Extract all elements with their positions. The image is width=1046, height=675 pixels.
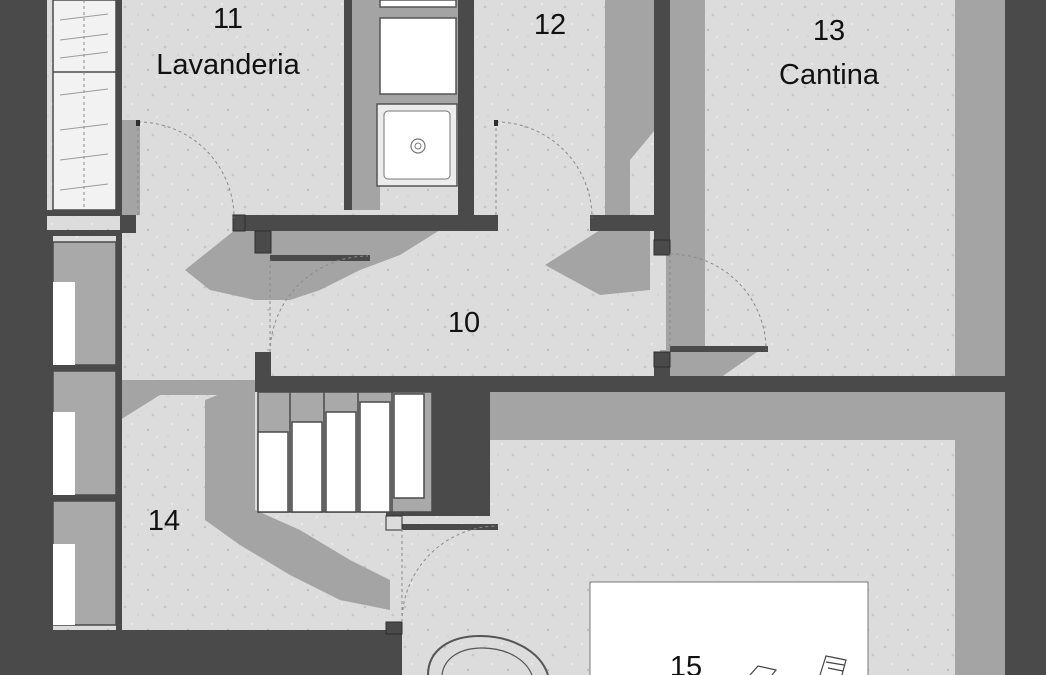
room-13-name: Cantina	[779, 59, 880, 91]
shadows	[120, 0, 1005, 675]
room-13-number: 13	[813, 15, 845, 47]
wardrobe-upper	[52, 0, 117, 211]
staircase	[257, 391, 433, 513]
armchair	[427, 634, 549, 675]
chairs	[749, 655, 847, 675]
room-10-number: 10	[448, 307, 480, 339]
door-swings	[137, 121, 767, 623]
laundry-appliance	[379, 0, 457, 95]
door-leaves	[136, 120, 498, 126]
room-labels: 11 Lavanderia 12 13 Cantina 10 14 15	[148, 3, 880, 675]
room-12-number: 12	[534, 9, 566, 41]
room-11-name: Lavanderia	[156, 49, 300, 81]
room-11-number: 11	[213, 3, 243, 35]
rug	[589, 581, 869, 675]
room-14-number: 14	[148, 505, 180, 537]
laundry-sink	[376, 103, 458, 187]
wardrobe-lower	[52, 241, 117, 626]
room-15-number: 15	[670, 651, 702, 675]
door-jambs	[232, 214, 671, 635]
